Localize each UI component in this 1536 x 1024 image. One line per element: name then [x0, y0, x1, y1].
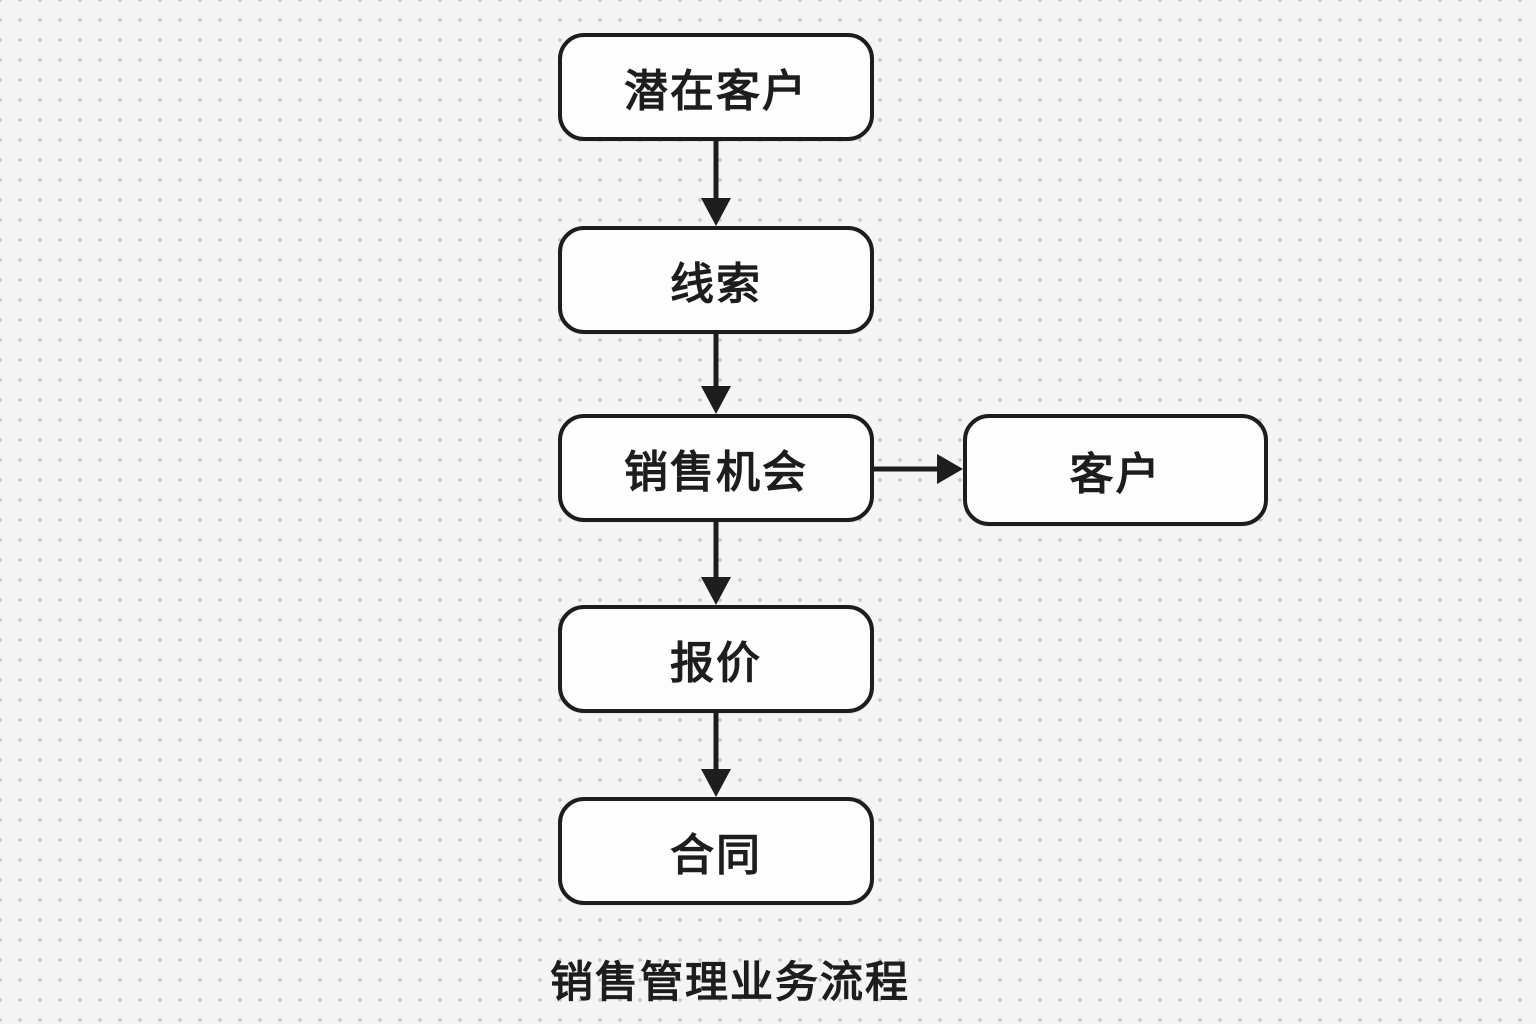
node-customer[interactable]: 客户 [963, 414, 1268, 526]
node-lead[interactable]: 线索 [558, 226, 874, 334]
node-sales-opportunity-label: 销售机会 [624, 448, 808, 497]
arrow-quote-to-contract [701, 711, 731, 797]
node-customer-label: 客户 [1069, 450, 1162, 499]
node-lead-label: 线索 [670, 260, 762, 309]
node-potential-customer[interactable]: 潜在客户 [558, 33, 874, 141]
arrow-potential-to-lead [701, 140, 731, 226]
node-contract[interactable]: 合同 [558, 797, 874, 905]
node-potential-customer-label: 潜在客户 [624, 67, 808, 116]
node-quote[interactable]: 报价 [558, 605, 874, 713]
node-contract-label: 合同 [670, 831, 762, 880]
diagram-caption: 销售管理业务流程 [550, 959, 910, 1007]
arrow-lead-to-opportunity [701, 332, 731, 414]
node-quote-label: 报价 [670, 639, 762, 688]
node-sales-opportunity[interactable]: 销售机会 [558, 414, 874, 522]
arrow-opportunity-to-customer [873, 454, 963, 484]
arrow-opportunity-to-quote [701, 521, 731, 605]
